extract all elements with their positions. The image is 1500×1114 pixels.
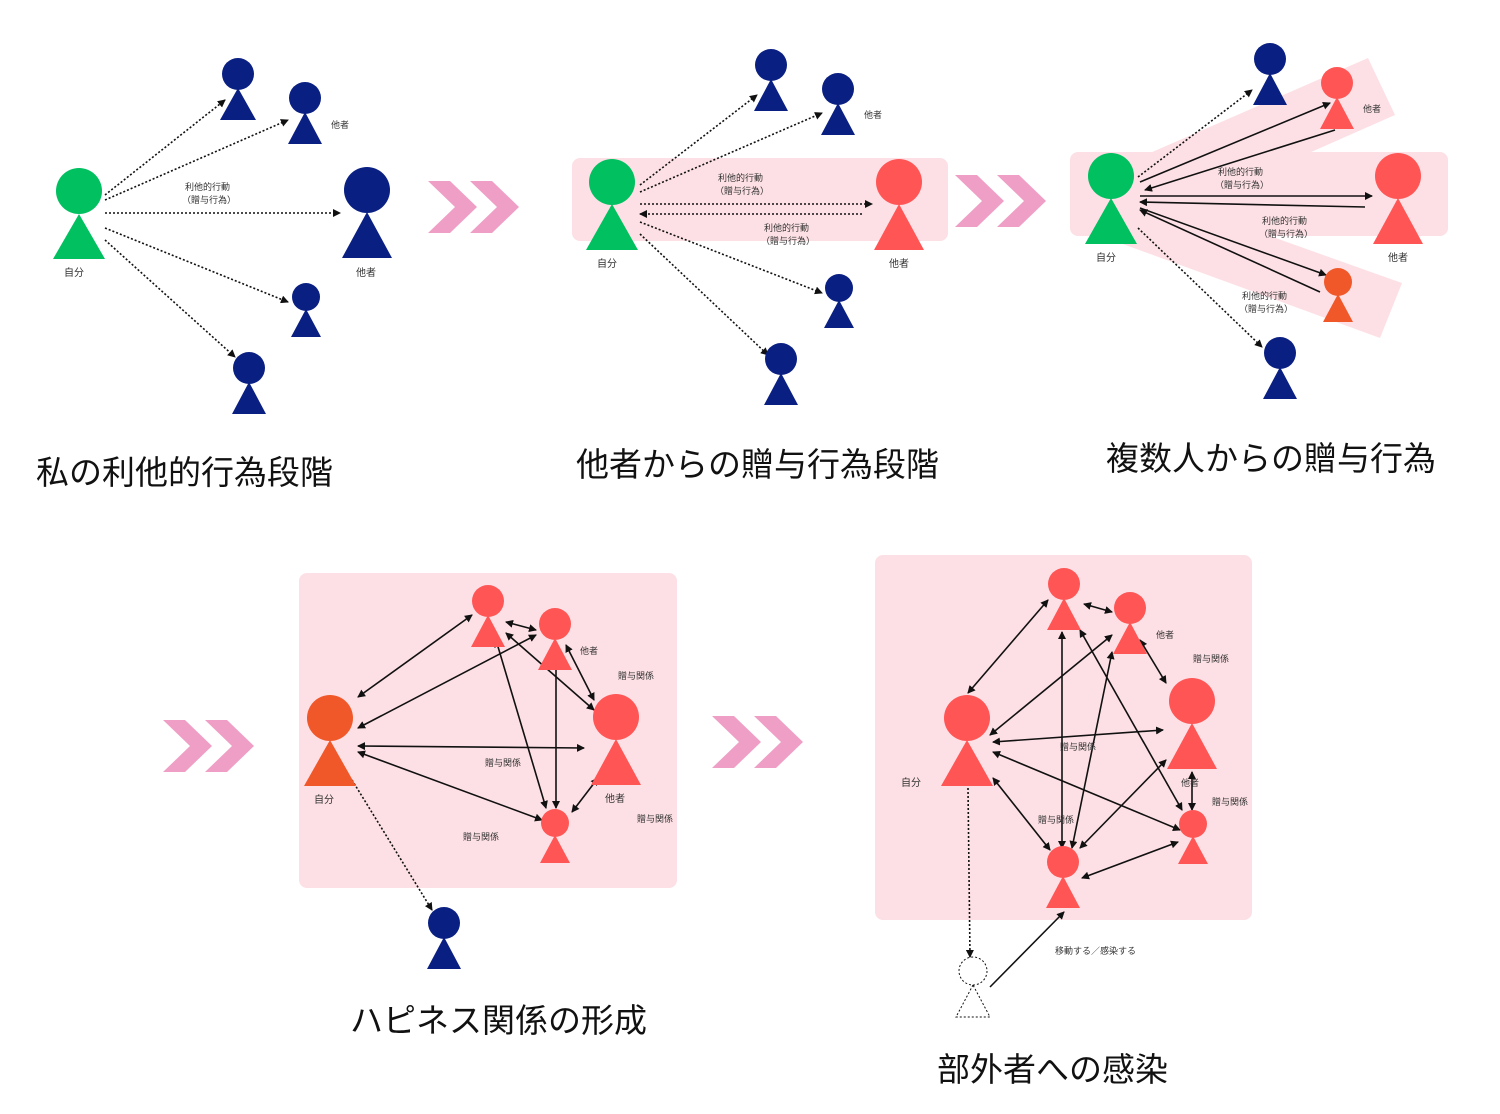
highlight-bands	[1070, 58, 1448, 338]
other-person-red	[1320, 67, 1354, 129]
outsider-person-outline	[955, 956, 991, 1018]
other-person	[288, 82, 322, 144]
other-person	[232, 352, 266, 414]
outsider-person	[427, 907, 461, 969]
other-person-orange	[1323, 268, 1353, 322]
other-person-red	[591, 694, 641, 785]
move-infect-label: 移動する／感染する	[1055, 945, 1136, 957]
self-person-2	[586, 159, 638, 250]
stage-3: 自分 他者 他者 利他的行動 （贈与行為） 利他的行動 （贈与行為） 利他的行動…	[1070, 43, 1448, 478]
self-person-4	[304, 695, 356, 786]
self-label: 自分	[64, 266, 84, 279]
other-person-red	[1046, 846, 1080, 908]
stage-title: ハピネス関係の形成	[350, 1001, 647, 1040]
highlight-band	[572, 158, 948, 241]
stage-title: 私の利他的行為段階	[36, 453, 333, 492]
other-person-red	[1047, 568, 1081, 630]
stage-title: 部外者への感染	[937, 1050, 1168, 1089]
self-label: 自分	[314, 793, 334, 806]
other-person	[1253, 43, 1287, 105]
stage3-arrows	[1137, 89, 1373, 348]
other-person-red	[1178, 810, 1208, 864]
other-label: 他者	[605, 792, 625, 805]
other-person	[754, 49, 788, 111]
chevron-arrow-icon	[163, 720, 254, 772]
other-label: 他者	[889, 257, 909, 270]
other-label: 他者	[1181, 777, 1199, 789]
gift-relation-label: 贈与関係	[1212, 796, 1248, 808]
gift-action-label: （贈与行為）	[1239, 303, 1293, 315]
altruistic-action-label: 利他的行動	[718, 172, 763, 184]
other-person	[220, 58, 256, 120]
altruistic-action-label: 利他的行動	[1262, 215, 1307, 227]
stage2-arrows	[639, 94, 873, 356]
other-person	[1263, 337, 1297, 399]
stage5-arrows	[965, 599, 1196, 988]
other-person-red	[540, 809, 570, 863]
gift-relation-label: 贈与関係	[1060, 741, 1096, 753]
other-person-red	[874, 159, 924, 250]
other-label: 他者	[1363, 103, 1381, 115]
altruistic-action-label: 利他的行動	[1242, 290, 1287, 302]
self-person-5	[941, 695, 993, 786]
gift-relation-label: 贈与関係	[463, 831, 499, 843]
gift-action-label: （贈与行為）	[182, 194, 236, 206]
self-label: 自分	[1096, 251, 1116, 264]
altruistic-action-label: 利他的行動	[764, 222, 809, 234]
chevron-arrow-icon	[955, 175, 1046, 227]
chevron-arrow-icon	[428, 181, 519, 233]
gift-relation-label: 贈与関係	[1193, 653, 1229, 665]
gift-relation-label: 贈与関係	[1038, 814, 1074, 826]
self-person-1	[53, 168, 105, 259]
other-person-red	[1373, 153, 1423, 244]
self-label: 自分	[597, 257, 617, 270]
stage-4: 自分 他者 他者 贈与関係 贈与関係 贈与関係 贈与関係 ハピネス関係の形成	[299, 573, 677, 1040]
gift-relation-label: 贈与関係	[637, 813, 673, 825]
other-label: 他者	[331, 119, 349, 131]
other-person	[821, 73, 855, 135]
gift-relation-label: 贈与関係	[618, 670, 654, 682]
other-label: 他者	[864, 109, 882, 121]
other-label: 他者	[1156, 629, 1174, 641]
other-person-red	[1113, 592, 1147, 654]
altruistic-action-label: 利他的行動	[185, 181, 230, 193]
stage-title: 複数人からの贈与行為	[1106, 439, 1436, 478]
chevron-arrow-icon	[712, 716, 803, 768]
stage-1: 自分 他者 他者 利他的行動 （贈与行為） 私の利他的行為段階	[36, 58, 392, 492]
stage-title: 他者からの贈与行為段階	[576, 445, 939, 484]
self-label: 自分	[901, 776, 921, 789]
gift-action-label: （贈与行為）	[1215, 179, 1269, 191]
stage4-arrows	[351, 614, 599, 911]
other-person	[342, 167, 392, 258]
other-label: 他者	[1388, 251, 1408, 264]
other-person-red	[1167, 678, 1217, 769]
gift-action-label: （贈与行為）	[1259, 228, 1313, 240]
stage-2: 自分 他者 他者 利他的行動 （贈与行為） 利他的行動 （贈与行為） 他者からの…	[572, 49, 948, 484]
gift-relation-label: 贈与関係	[485, 757, 521, 769]
other-person-red	[471, 585, 505, 647]
stage-5: 自分 他者 他者 贈与関係 贈与関係 贈与関係 贈与関係 移動する／感染する 部…	[875, 555, 1252, 1089]
gift-action-label: （贈与行為）	[761, 235, 815, 247]
other-person	[764, 343, 798, 405]
other-label: 他者	[356, 266, 376, 279]
other-person	[824, 274, 854, 328]
other-label: 他者	[580, 645, 598, 657]
altruistic-action-label: 利他的行動	[1218, 166, 1263, 178]
gift-action-label: （贈与行為）	[715, 185, 769, 197]
self-person-3	[1085, 153, 1137, 244]
stage1-arrows	[104, 99, 341, 358]
other-person	[291, 283, 321, 337]
other-person-red	[538, 608, 572, 670]
